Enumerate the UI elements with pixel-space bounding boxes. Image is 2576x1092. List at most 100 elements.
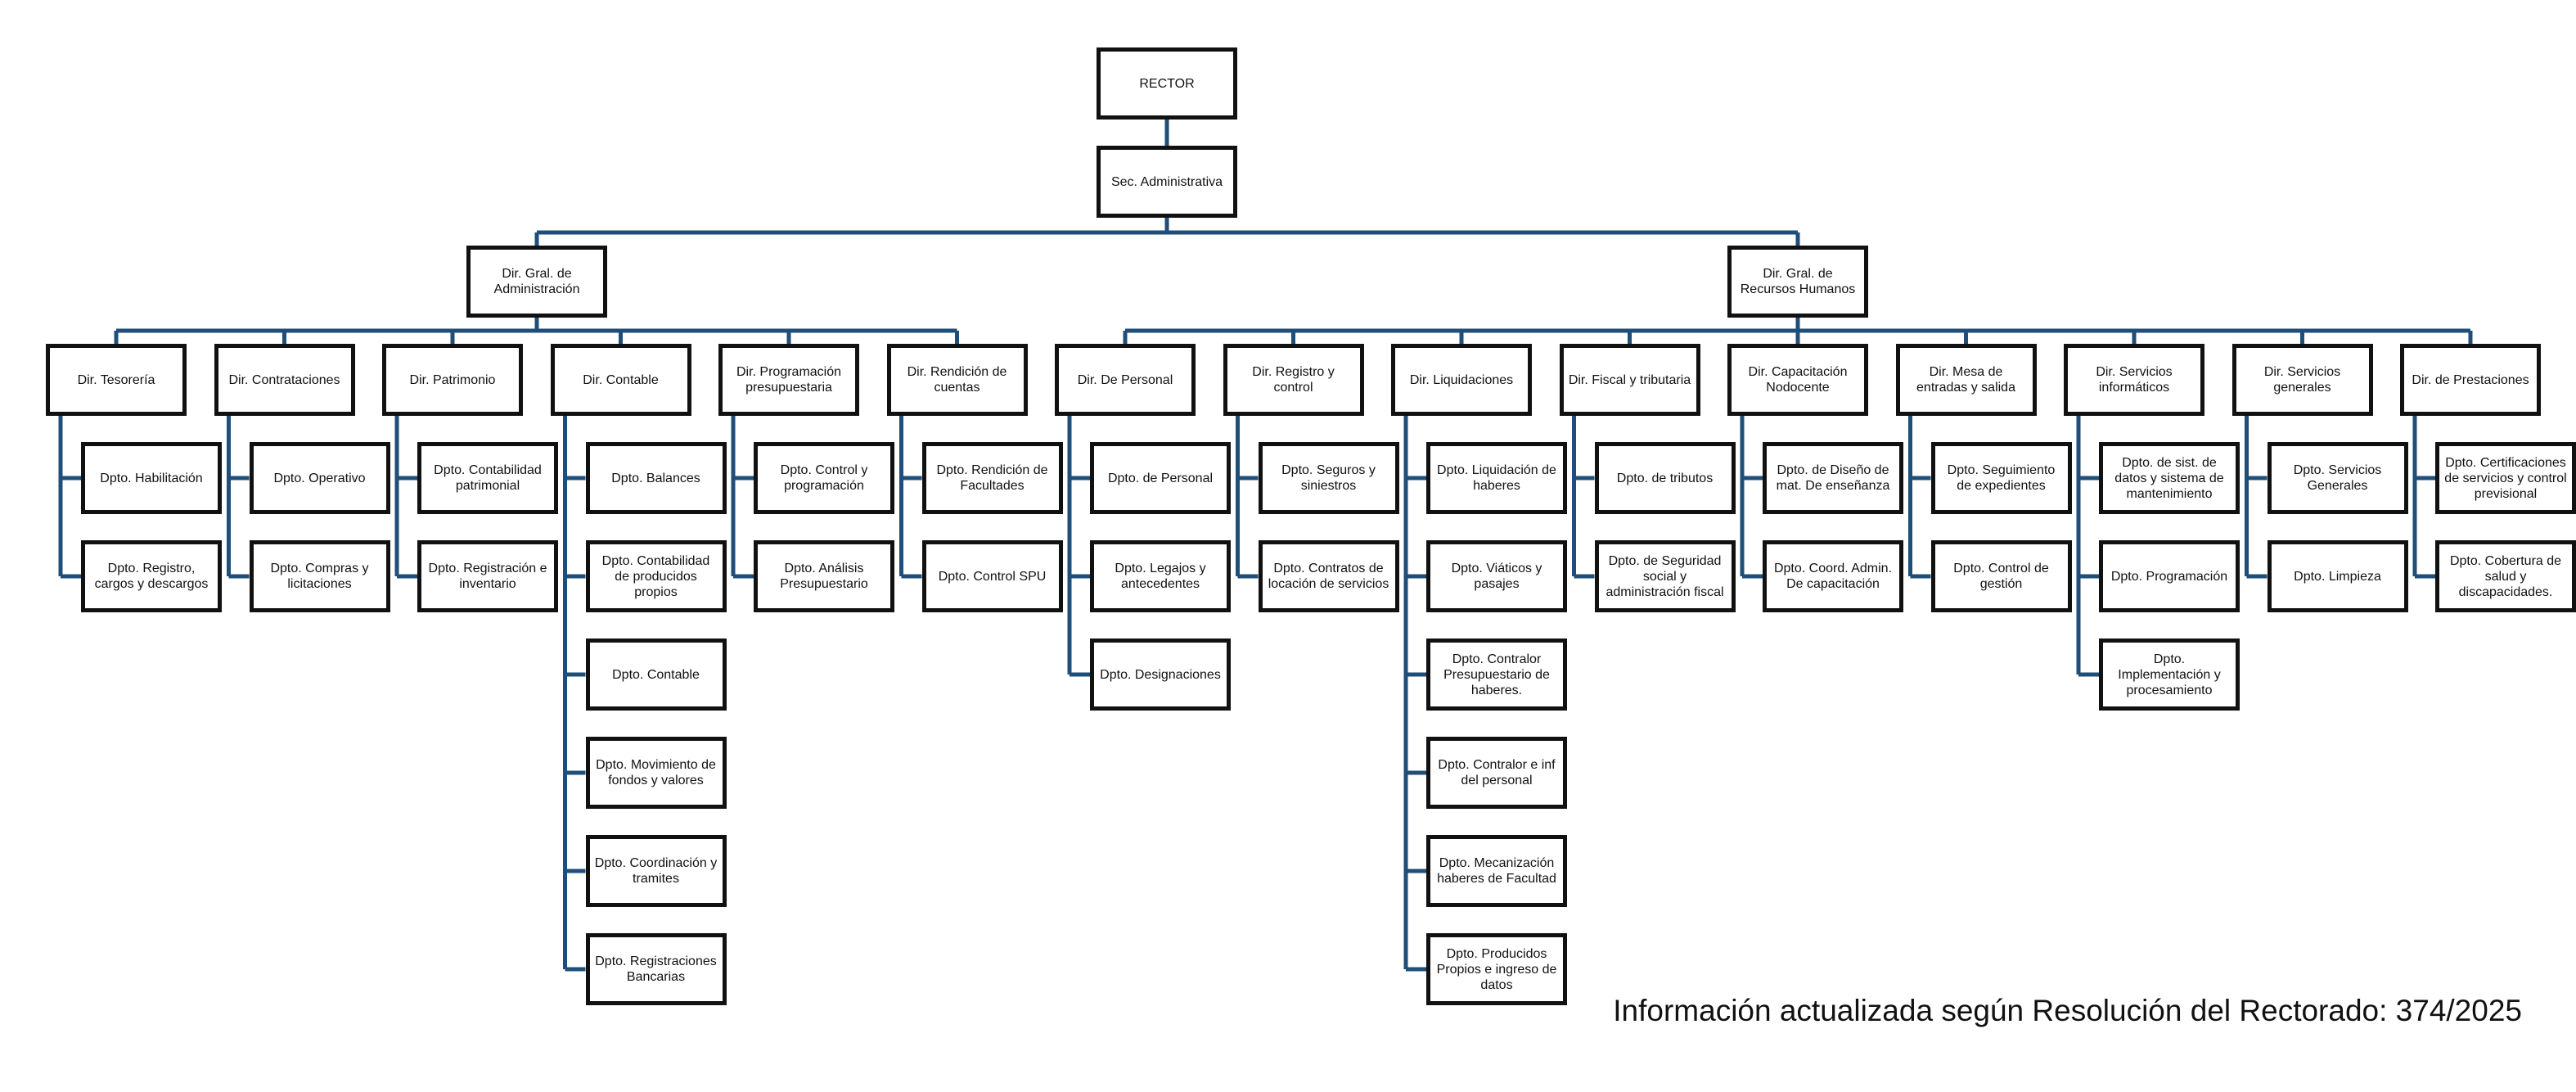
department-box-label: Dpto. Seguros y siniestros [1281, 463, 1376, 493]
directorate-box-label: Dir. Capacitación Nodocente [1748, 365, 1848, 395]
directorate-box-label: Dir. Registro y control [1252, 365, 1335, 395]
department-box: Dpto. Producidos Propios e ingreso de da… [1426, 933, 1567, 1005]
department-box-label: Dpto. Registraciones Bancarias [595, 954, 717, 984]
department-box-label: Dpto. Compras y licitaciones [270, 562, 369, 591]
department-box: Dpto. Habilitación [81, 442, 222, 514]
directorate-box: Dir. Servicios generales [2231, 344, 2373, 416]
directorate-box-label: Dir. Patrimonio [409, 372, 496, 387]
directorate-box: Dir. Contrataciones [214, 344, 355, 416]
department-box: Dpto. Certificaciones de servicios y con… [2435, 442, 2576, 514]
department-box: Dpto. Control de gestión [1930, 540, 2072, 612]
department-box: Dpto. Control SPU [921, 540, 1063, 612]
department-box: Dpto. de Personal [1090, 442, 1231, 514]
department-box: Dpto. Liquidación de haberes [1426, 442, 1567, 514]
department-box-label: Dpto. Mecanización haberes de Facultad [1437, 856, 1556, 886]
directorate-box: Dir. Fiscal y tributaria [1559, 344, 1700, 416]
directorate-box-label: Dir. Contrataciones [228, 372, 340, 387]
general-directorate-box: Dir. Gral. de Recursos Humanos [1727, 246, 1868, 318]
department-box: Dpto. Coord. Admin. De capacitación [1763, 540, 1903, 612]
department-box-label: Dpto. Rendición de Facultades [936, 463, 1048, 493]
directorate-box-label: Dir. de Prestaciones [2412, 372, 2529, 387]
department-box: Dpto. de Seguridad social y administraci… [1594, 540, 1736, 612]
directorate-box-label: Dir. Mesa de entradas y salida [1916, 365, 2015, 395]
directorate-box-label: Dir. Programación presupuestaria [736, 365, 842, 395]
department-box-label: Dpto. Contable [612, 667, 700, 682]
department-box-label: Dpto. Control y programación [780, 463, 868, 493]
directorate-box-label: Dir. Fiscal y tributaria [1568, 372, 1691, 387]
department-box: Dpto. de tributos [1594, 442, 1736, 514]
directorate-box-label: Dir. Contable [583, 372, 659, 387]
directorate-box: Dir. De Personal [1055, 344, 1196, 416]
department-box: Dpto. Contralor e inf del personal [1426, 737, 1567, 809]
directorate-box: Dir. Patrimonio [382, 344, 523, 416]
department-box-label: Dpto. Contabilidad patrimonial [434, 463, 542, 493]
department-box: Dpto. Análisis Presupuestario [754, 540, 894, 612]
department-box-label: Dpto. Coord. Admin. De capacitación [1773, 562, 1893, 591]
department-box: Dpto. Servicios Generales [2267, 442, 2408, 514]
department-box-label: Dpto. Registro, cargos y descargos [94, 562, 209, 591]
department-box-label: Dpto. Habilitación [100, 471, 203, 485]
department-box-label: Dpto. Liquidación de haberes [1437, 463, 1556, 493]
general-directorate-box-label: Dir. Gral. de Administración [493, 267, 580, 296]
department-box-label: Dpto. Cobertura de salud y discapacidade… [2449, 553, 2562, 599]
department-box-label: Dpto. Registración e inventario [428, 562, 547, 591]
department-box: Dpto. Registración e inventario [417, 540, 558, 612]
directorate-box: Dir. Liquidaciones [1391, 344, 1532, 416]
secretariat-box: Sec. Administrativa [1097, 146, 1237, 218]
department-box: Dpto. Implementación y procesamiento [2099, 639, 2240, 711]
department-box-label: Dpto. de tributos [1616, 471, 1714, 485]
directorate-box-label: Dir. Rendición de cuentas [907, 365, 1007, 395]
department-box-label: Dpto. Análisis Presupuestario [780, 562, 868, 591]
department-box: Dpto. Cobertura de salud y discapacidade… [2435, 540, 2576, 612]
department-box-label: Dpto. Certificaciones de servicios y con… [2444, 455, 2567, 501]
rector-box-label: RECTOR [1139, 76, 1195, 91]
department-box: Dpto. Programación [2099, 540, 2240, 612]
department-box: Dpto. Compras y licitaciones [249, 540, 390, 612]
department-box: Dpto. Seguros y siniestros [1258, 442, 1399, 514]
department-box-label: Dpto. Control de gestión [1953, 562, 2049, 591]
department-box: Dpto. Rendición de Facultades [921, 442, 1063, 514]
department-box-label: Dpto. Contabilidad de producidos propios [601, 553, 710, 599]
department-box-label: Dpto. Programación [2110, 569, 2228, 584]
directorate-box: Dir. Rendición de cuentas [886, 344, 1028, 416]
department-box-label: Dpto. Control SPU [938, 569, 1047, 584]
directorate-box-label: Dir. Servicios generales [2263, 365, 2341, 395]
directorate-box: Dir. Contable [550, 344, 691, 416]
department-box-label: Dpto. de Diseño de mat. De enseñanza [1776, 463, 1890, 493]
department-box-label: Dpto. Implementación y procesamiento [2118, 652, 2221, 697]
department-box-label: Dpto. Seguimiento de expedientes [1947, 463, 2056, 493]
directorate-box-label: Dir. De Personal [1077, 372, 1173, 387]
department-box: Dpto. Legajos y antecedentes [1090, 540, 1231, 612]
department-box: Dpto. Control y programación [754, 442, 894, 514]
department-box: Dpto. Seguimiento de expedientes [1930, 442, 2072, 514]
department-box-label: Dpto. de Seguridad social y administraci… [1605, 553, 1724, 599]
department-box: Dpto. Movimiento de fondos y valores [585, 737, 727, 809]
department-box: Dpto. Designaciones [1090, 639, 1231, 711]
department-box: Dpto. Contabilidad patrimonial [417, 442, 558, 514]
department-box: Dpto. Registro, cargos y descargos [81, 540, 222, 612]
directorate-box: Dir. Tesorería [46, 344, 187, 416]
department-box: Dpto. Mecanización haberes de Facultad [1426, 835, 1567, 907]
department-box-label: Dpto. Limpieza [2294, 569, 2381, 584]
directorate-box-label: Dir. Tesorería [77, 372, 155, 387]
department-box: Dpto. Viáticos y pasajes [1426, 540, 1567, 612]
department-box: Dpto. Balances [585, 442, 727, 514]
department-box: Dpto. Limpieza [2267, 540, 2408, 612]
department-box-label: Dpto. de Personal [1107, 471, 1214, 485]
directorate-box: Dir. Programación presupuestaria [718, 344, 859, 416]
department-box: Dpto. de sist. de datos y sistema de man… [2099, 442, 2240, 514]
department-box-label: Dpto. Operativo [273, 471, 366, 485]
general-directorate-box: Dir. Gral. de Administración [466, 246, 607, 318]
department-box-label: Dpto. Viáticos y pasajes [1451, 562, 1542, 591]
department-box: Dpto. Contratos de locación de servicios [1258, 540, 1399, 612]
department-box: Dpto. Contralor Presupuestario de habere… [1426, 639, 1567, 711]
department-box: Dpto. Operativo [249, 442, 390, 514]
department-box: Dpto. de Diseño de mat. De enseñanza [1763, 442, 1903, 514]
department-box: Dpto. Contable [585, 639, 727, 711]
general-directorate-box-label: Dir. Gral. de Recursos Humanos [1740, 267, 1856, 296]
department-box: Dpto. Contabilidad de producidos propios [585, 540, 727, 612]
department-box-label: Dpto. Servicios Generales [2293, 463, 2382, 493]
directorate-box: Dir. Servicios informáticos [2064, 344, 2204, 416]
